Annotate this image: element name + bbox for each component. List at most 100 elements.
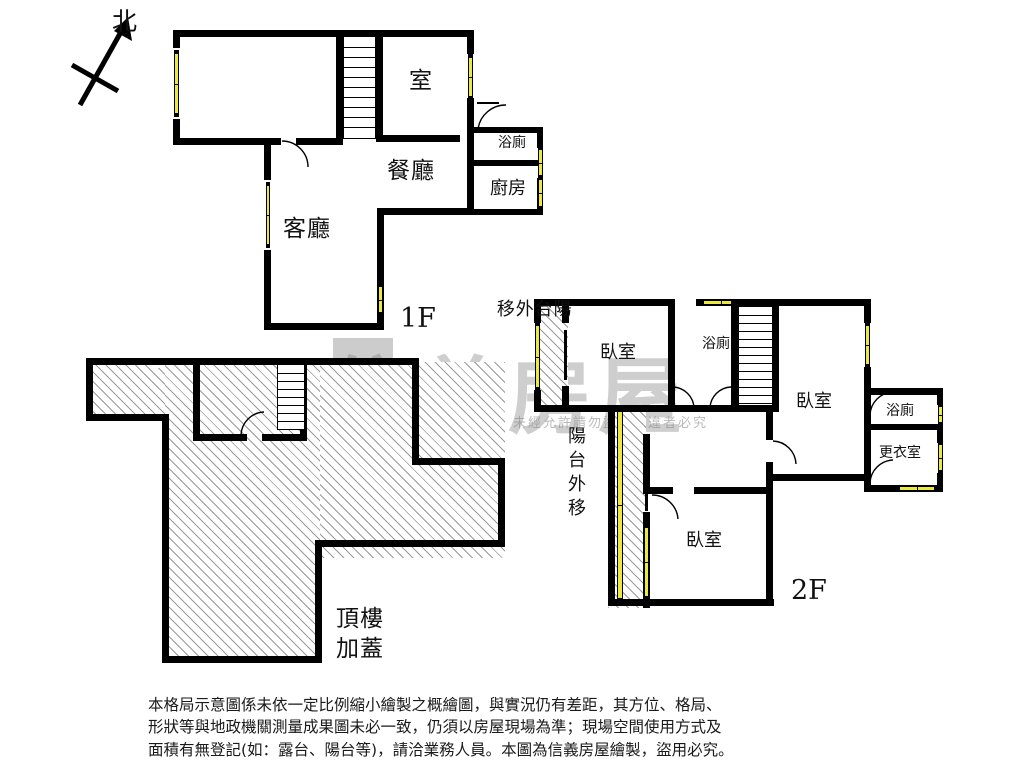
room-label-1f-kitchen: 廚房 <box>490 178 526 199</box>
room-label-rooftop-line1: 頂樓 <box>336 606 384 632</box>
glass-partition <box>564 330 567 380</box>
wall <box>467 98 474 127</box>
wall <box>608 599 774 606</box>
door <box>869 390 895 416</box>
wall <box>766 405 773 440</box>
room-label-1f-dining: 餐廳 <box>387 158 435 184</box>
wall <box>731 299 738 412</box>
wall <box>534 299 541 323</box>
wall <box>937 424 943 443</box>
door <box>772 440 798 466</box>
wall <box>412 358 419 465</box>
wall <box>562 386 569 412</box>
balcony-label-mid-c3: 外 <box>568 474 586 495</box>
wall <box>86 414 169 421</box>
balcony-label-mid-c4: 移 <box>568 498 586 519</box>
staircase <box>738 306 773 410</box>
wall <box>173 119 180 145</box>
window <box>378 283 383 316</box>
wall <box>173 138 281 145</box>
floor-tag-2f: 2F <box>791 575 827 606</box>
wall <box>537 127 543 148</box>
room-label-1f-living: 客廳 <box>283 216 331 242</box>
wall <box>262 434 307 441</box>
balcony-label-top-c3: 外 <box>512 299 534 317</box>
wall <box>534 299 668 306</box>
wall <box>766 462 773 606</box>
room-label-2f-bed-bottom: 臥室 <box>686 530 722 551</box>
wall <box>86 358 93 421</box>
door <box>476 104 508 132</box>
room-label-rooftop-line2: 加蓋 <box>336 636 384 662</box>
door <box>708 386 732 410</box>
wall <box>467 160 543 166</box>
balcony-label-top-c2: 台 <box>531 299 553 317</box>
wall <box>173 30 180 48</box>
disclaimer-line-3: 面積有無登記(如：露台、陽台等)，請洽業務人員。本圖為信義房屋繪製，盜用必究。 <box>148 740 734 759</box>
door <box>281 140 311 168</box>
window <box>174 50 179 117</box>
wall <box>467 30 474 54</box>
door-leaf <box>477 102 499 104</box>
room-label-1f-room: 室 <box>409 68 433 94</box>
wall <box>562 299 569 323</box>
wall <box>340 358 419 365</box>
wall <box>336 30 343 142</box>
room-label-1f-bath: 浴廁 <box>498 135 526 151</box>
wall <box>412 458 505 465</box>
wall <box>315 540 322 663</box>
wall <box>376 135 460 142</box>
wall <box>173 30 473 37</box>
window <box>266 182 270 248</box>
wall <box>193 358 200 440</box>
floor-tag-1f: 1F <box>400 303 436 334</box>
window <box>617 408 623 602</box>
bath-top-vertical: 浴廁 <box>702 336 730 352</box>
balcony-label-top: 陽 台 外 移 <box>493 299 572 317</box>
wall <box>766 474 868 481</box>
wall <box>864 388 943 395</box>
wall <box>376 30 383 142</box>
window <box>538 176 543 210</box>
wall <box>668 299 675 412</box>
window <box>865 322 870 368</box>
wall <box>864 367 871 392</box>
wall <box>937 473 943 492</box>
disclaimer-text: 本格局示意圖係未依一定比例縮小繪製之概繪圖，與實況仍有差距，其方位、格局、 形狀… <box>148 694 888 761</box>
wall <box>731 405 779 412</box>
balcony-label-mid-c2: 台 <box>568 450 586 471</box>
window <box>938 441 943 474</box>
wall <box>264 250 271 330</box>
window <box>700 300 742 305</box>
window <box>644 524 649 600</box>
room-label-2f-bed-top: 臥室 <box>600 342 636 363</box>
north-arrow-icon <box>70 5 150 114</box>
wall <box>264 323 384 330</box>
staircase <box>343 36 376 139</box>
wall <box>86 358 347 365</box>
balcony-label-top-c4: 移 <box>493 299 515 317</box>
disclaimer-line-1: 本格局示意圖係未依一定比例縮小繪製之概繪圖，與實況仍有差距，其方位、格局、 <box>148 696 722 714</box>
wall <box>864 299 871 323</box>
wall <box>608 408 615 606</box>
wall <box>498 458 505 547</box>
wall <box>296 138 343 145</box>
north-label: 北 <box>112 7 138 36</box>
wall <box>162 656 322 663</box>
wall <box>772 299 779 412</box>
disclaimer-line-2: 形狀等與地政機關測量成果圖未必一致，仍須以房屋現場為準；現場空間使用方式及 <box>148 718 722 737</box>
wall <box>162 414 169 663</box>
staircase <box>277 364 305 430</box>
wall <box>534 390 541 412</box>
glass-partition <box>645 488 648 511</box>
wall <box>467 127 543 133</box>
wall <box>264 138 271 180</box>
balcony-label-mid-c1: 陽 <box>568 426 586 447</box>
wall <box>193 434 247 441</box>
window <box>938 403 943 426</box>
door <box>672 386 696 410</box>
wall <box>315 540 505 547</box>
wall <box>694 487 772 494</box>
room-label-2f-bath-top-c1: 浴廁 <box>702 337 730 351</box>
